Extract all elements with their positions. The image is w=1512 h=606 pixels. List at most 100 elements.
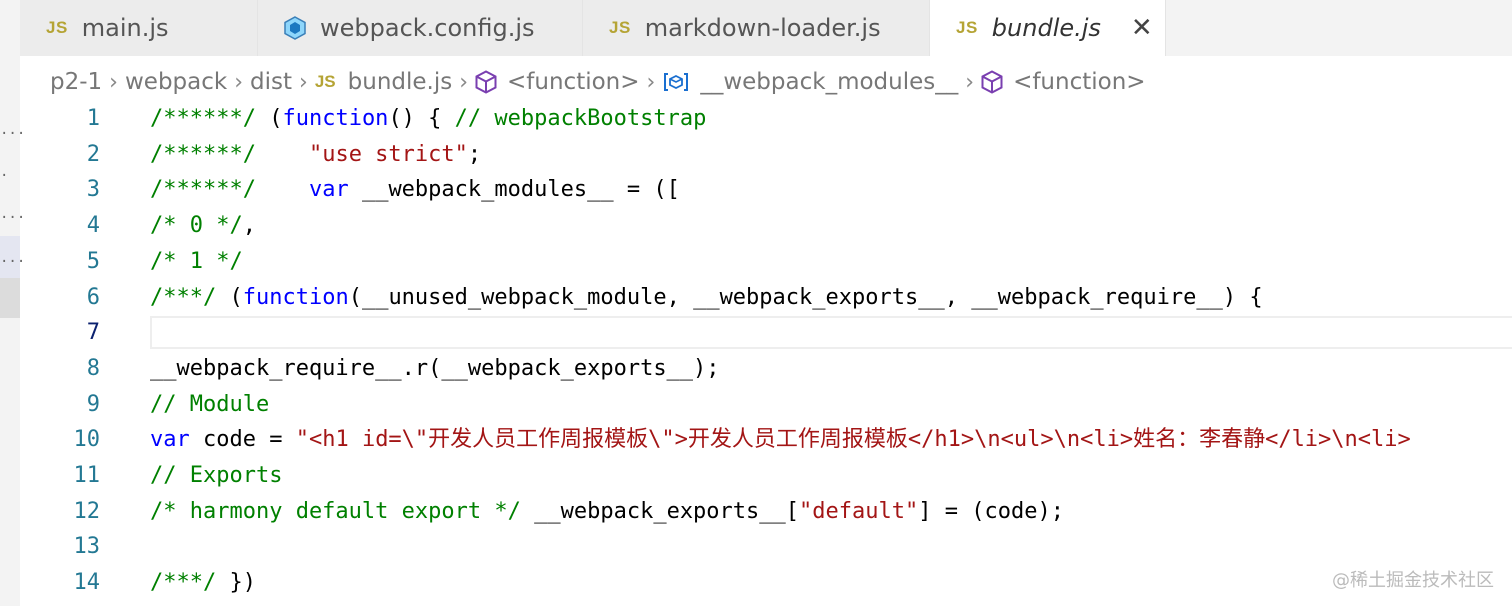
- explorer-item[interactable]: .: [0, 164, 9, 180]
- code-line[interactable]: 7: [20, 315, 1512, 351]
- code-token: (: [269, 106, 283, 131]
- code-token: /***/: [150, 284, 230, 310]
- code-line[interactable]: 2 /******/ "use strict";: [20, 137, 1512, 173]
- code-token: /* 0 */: [150, 213, 243, 239]
- explorer-item[interactable]: ...: [0, 122, 26, 138]
- tab-label: bundle.js: [991, 14, 1101, 42]
- tab-markdown-loader[interactable]: JS markdown-loader.js: [583, 0, 930, 56]
- code-token: __webpack_exports__[: [520, 498, 800, 524]
- code-text: /******/ "use strict";: [150, 137, 481, 173]
- code-line[interactable]: 14 /***/ }): [20, 565, 1512, 601]
- line-number: 6: [86, 284, 100, 310]
- code-line[interactable]: 8__webpack_require__.r(__webpack_exports…: [20, 351, 1512, 387]
- breadcrumb-item[interactable]: webpack: [124, 69, 228, 95]
- chevron-right-icon: ›: [459, 69, 469, 95]
- tab-main-js[interactable]: JS main.js: [20, 0, 258, 56]
- code-line[interactable]: 11 // Exports: [20, 458, 1512, 494]
- breadcrumb-item[interactable]: p2-1: [50, 69, 103, 95]
- editor-tab-bar: JS main.js webpack.config.js JS markdown…: [20, 0, 1512, 56]
- code-token: /* 1 */: [150, 248, 243, 274]
- code-editor[interactable]: 1/******/ (function() { // webpackBootst…: [20, 101, 1512, 606]
- tab-webpack-config[interactable]: webpack.config.js: [258, 0, 583, 56]
- js-icon: JS: [46, 18, 68, 37]
- code-token: code =: [189, 427, 296, 453]
- code-line[interactable]: 5 /* 1 */: [20, 244, 1512, 280]
- code-token: /***/: [150, 570, 230, 596]
- function-cube-icon: [981, 70, 1003, 94]
- line-number: 5: [86, 248, 100, 274]
- js-icon: JS: [609, 18, 631, 37]
- chevron-right-icon: ›: [646, 69, 656, 95]
- tab-bundle-js[interactable]: JS bundle.js ✕: [930, 0, 1166, 56]
- tab-label: main.js: [81, 14, 169, 42]
- code-line[interactable]: 12 /* harmony default export */ __webpack…: [20, 494, 1512, 530]
- webpack-cube-icon: [284, 16, 306, 40]
- code-token: __webpack_modules__ = ([: [348, 177, 680, 203]
- explorer-item-hover[interactable]: [0, 278, 20, 318]
- breadcrumb-label: <function>: [1013, 69, 1146, 95]
- line-number: 8: [86, 355, 100, 381]
- line-number: 1: [86, 106, 100, 131]
- code-line[interactable]: 13: [20, 529, 1512, 565]
- code-token: // Module: [150, 391, 270, 417]
- code-text: /***/ (function(__unused_webpack_module,…: [150, 280, 1263, 316]
- breadcrumb-item-symbol[interactable]: __webpack_modules__: [662, 69, 958, 95]
- breadcrumb-label: <function>: [507, 69, 640, 95]
- line-number: 11: [73, 463, 101, 488]
- code-token: /******/: [150, 106, 270, 131]
- code-token: var: [150, 427, 190, 453]
- code-token: (__unused_webpack_module, __webpack_expo…: [348, 284, 1263, 310]
- explorer-edge: ... . ... ...: [0, 0, 26, 606]
- code-line[interactable]: 3/******/ var __webpack_modules__ = ([: [20, 172, 1512, 208]
- code-token: /******/: [150, 177, 309, 203]
- js-icon: JS: [956, 18, 978, 37]
- code-token: ;: [467, 141, 482, 167]
- code-token: function: [242, 284, 349, 310]
- code-token: function: [282, 106, 389, 131]
- line-number: 7: [86, 320, 100, 346]
- code-token: ] = (code);: [918, 498, 1064, 524]
- code-line[interactable]: 6 /***/ (function(__unused_webpack_module…: [20, 280, 1512, 316]
- code-token: // Exports: [150, 463, 283, 488]
- breadcrumb-item-symbol[interactable]: <function>: [981, 69, 1146, 95]
- code-token: var: [308, 177, 349, 203]
- code-text: // Module: [150, 387, 269, 423]
- chevron-right-icon: ›: [299, 69, 308, 95]
- code-text: /* 1 */: [150, 244, 243, 280]
- explorer-item-selected[interactable]: ...: [0, 236, 25, 280]
- explorer-item[interactable]: ...: [0, 206, 26, 222]
- code-text: /* harmony default export */ __webpack_e…: [150, 494, 1064, 530]
- breadcrumb-item-symbol[interactable]: <function>: [475, 69, 640, 95]
- code-line[interactable]: 1 /******/ (function() { // webpackBootst…: [20, 101, 1512, 137]
- code-text: /******/ (function() { // webpackBootstr…: [150, 101, 706, 137]
- breadcrumb-label: bundle.js: [347, 69, 453, 95]
- code-token: // webpackBootstrap: [454, 106, 707, 131]
- tab-label: markdown-loader.js: [644, 14, 881, 42]
- current-line-highlight: [150, 316, 1512, 350]
- code-line[interactable]: 4 /* 0 */,: [20, 208, 1512, 244]
- chevron-right-icon: ›: [109, 69, 118, 95]
- line-number: 14: [73, 570, 101, 596]
- code-text: /* 0 */,: [150, 208, 256, 244]
- line-number: 2: [86, 141, 100, 167]
- breadcrumb-item-file[interactable]: JS bundle.js: [315, 69, 452, 95]
- variable-icon: [662, 71, 690, 93]
- function-cube-icon: [475, 70, 497, 94]
- code-line[interactable]: 9// Module: [20, 387, 1512, 423]
- line-number: 4: [86, 213, 100, 239]
- line-number: 12: [73, 498, 101, 524]
- code-token: (: [229, 284, 243, 310]
- breadcrumb-label: __webpack_modules__: [700, 69, 959, 95]
- code-token: () {: [388, 106, 455, 131]
- code-token: }): [229, 570, 256, 596]
- breadcrumb-item[interactable]: dist: [250, 69, 293, 95]
- close-icon[interactable]: ✕: [1130, 13, 1153, 43]
- js-icon: JS: [314, 72, 336, 91]
- code-token: "use strict": [308, 141, 468, 167]
- tab-label: webpack.config.js: [320, 14, 535, 42]
- code-text: /***/ }): [150, 565, 256, 601]
- code-token: ,: [242, 213, 256, 239]
- breadcrumb: p2-1 › webpack › dist › JS bundle.js › <…: [50, 62, 1146, 102]
- chevron-right-icon: ›: [234, 69, 244, 95]
